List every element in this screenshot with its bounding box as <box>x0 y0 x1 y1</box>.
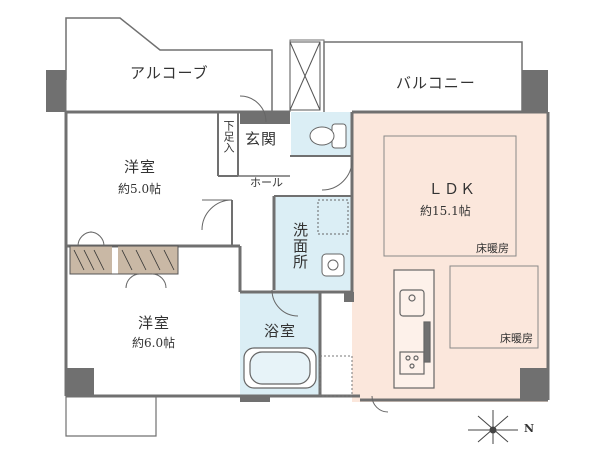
ldk-area: 約15.1帖 <box>420 204 471 218</box>
hall-label: ホール <box>250 176 283 189</box>
closets <box>69 245 179 275</box>
entrance-label: 玄関 <box>245 130 278 148</box>
alcove-label: アルコーブ <box>130 64 209 82</box>
toilet <box>309 123 347 149</box>
entrance-storage <box>289 41 321 111</box>
ldk-floor <box>352 112 548 402</box>
shoe-storage-label: 下足入 <box>222 120 235 153</box>
western-room-1-area: 約5.0帖 <box>118 182 162 196</box>
appliance-space <box>319 355 353 397</box>
ldk-name: ＬＤＫ <box>428 180 477 198</box>
bathroom-label: 浴室 <box>264 322 297 340</box>
washroom-fixtures <box>317 199 349 277</box>
western-room-2-area: 約6.0帖 <box>132 336 176 350</box>
bathtub <box>243 347 317 389</box>
floor-heating-label-1: 床暖房 <box>476 242 509 255</box>
door-swings <box>77 95 389 413</box>
floor-heating-label-2: 床暖房 <box>500 332 533 345</box>
compass-north-label: N <box>524 422 535 435</box>
western-room-1-name: 洋室 <box>124 158 157 176</box>
western-room-2-name: 洋室 <box>138 314 171 332</box>
compass-icon <box>468 410 518 444</box>
kitchen-counter <box>393 269 435 389</box>
balcony-label: バルコニー <box>396 74 476 92</box>
floor-heating-zones <box>383 135 539 349</box>
pillars <box>46 70 548 402</box>
washroom-label: 洗面所 <box>291 222 309 270</box>
